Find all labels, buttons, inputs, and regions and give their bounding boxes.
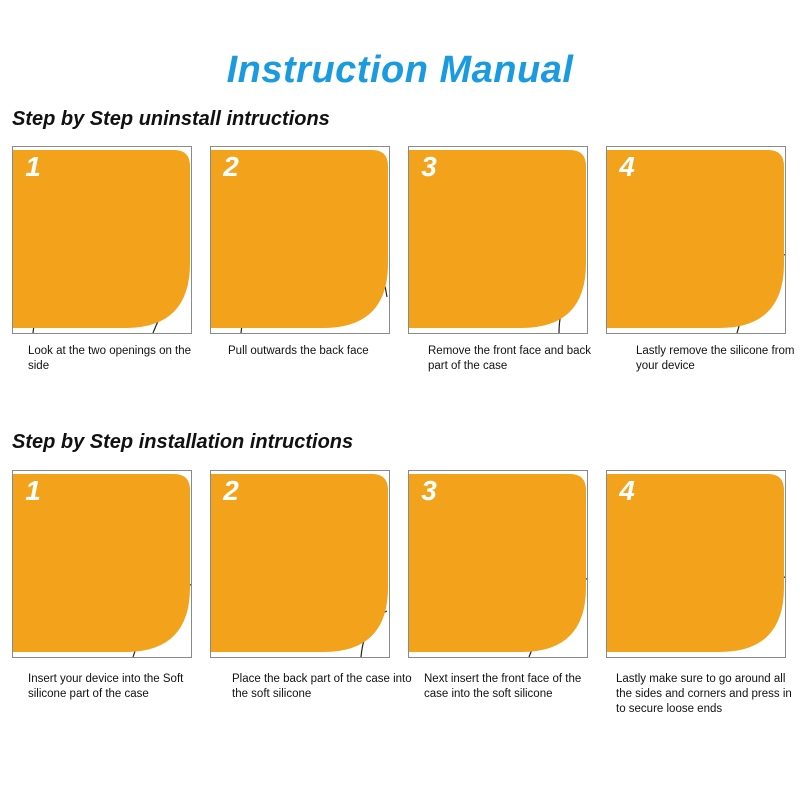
step-number: 3 [421, 475, 437, 506]
uninstall-step-4-caption: Lastly remove the silicone from your dev… [636, 345, 795, 372]
page-title: Instruction Manual [226, 49, 574, 91]
step-badge-icon [409, 147, 586, 328]
step-number: 2 [223, 475, 239, 506]
step-badge-icon [13, 147, 190, 328]
step-number: 4 [619, 475, 635, 506]
uninstall-step-2-caption: Pull outwards the back face [228, 345, 369, 357]
installation-step-3-image: 3 [408, 470, 588, 658]
installation-step-2-caption: Place the back part of the case into the… [232, 673, 412, 700]
uninstall-step-2-image: 2 [210, 146, 390, 334]
installation-section-heading: Step by Step installation intructions [12, 431, 354, 453]
step-badge-icon [211, 147, 388, 328]
installation-step-3-caption: Next insert the front face of the case i… [424, 673, 582, 700]
installation-step-4-caption: Lastly make sure to go around all the si… [616, 673, 792, 715]
step-number: 4 [619, 151, 635, 182]
step-number: 1 [25, 151, 41, 182]
step-number: 3 [421, 151, 437, 182]
uninstall-step-1-caption: Look at the two openings on the side [28, 345, 192, 372]
installation-step-2-image: 2 [210, 470, 390, 658]
step-badge-icon [13, 471, 190, 652]
installation-step-4-image: 4 [606, 470, 786, 658]
step-number: 2 [223, 151, 239, 182]
uninstall-section-heading: Step by Step uninstall intructions [12, 108, 330, 130]
installation-step-1-caption: Insert your device into the Soft silicon… [28, 673, 184, 700]
uninstall-step-3-image: 3 [408, 146, 588, 334]
step-badge-icon [607, 147, 784, 328]
uninstall-step-3-caption: Remove the front face and back part of t… [428, 345, 592, 372]
step-badge-icon [607, 471, 784, 652]
step-badge-icon [409, 471, 586, 652]
step-number: 1 [25, 475, 41, 506]
step-badge-icon [211, 471, 388, 652]
uninstall-step-4-image: 4 [606, 146, 786, 334]
installation-step-1-image: 1 [12, 470, 192, 658]
uninstall-step-1-image: 1 [12, 146, 192, 334]
